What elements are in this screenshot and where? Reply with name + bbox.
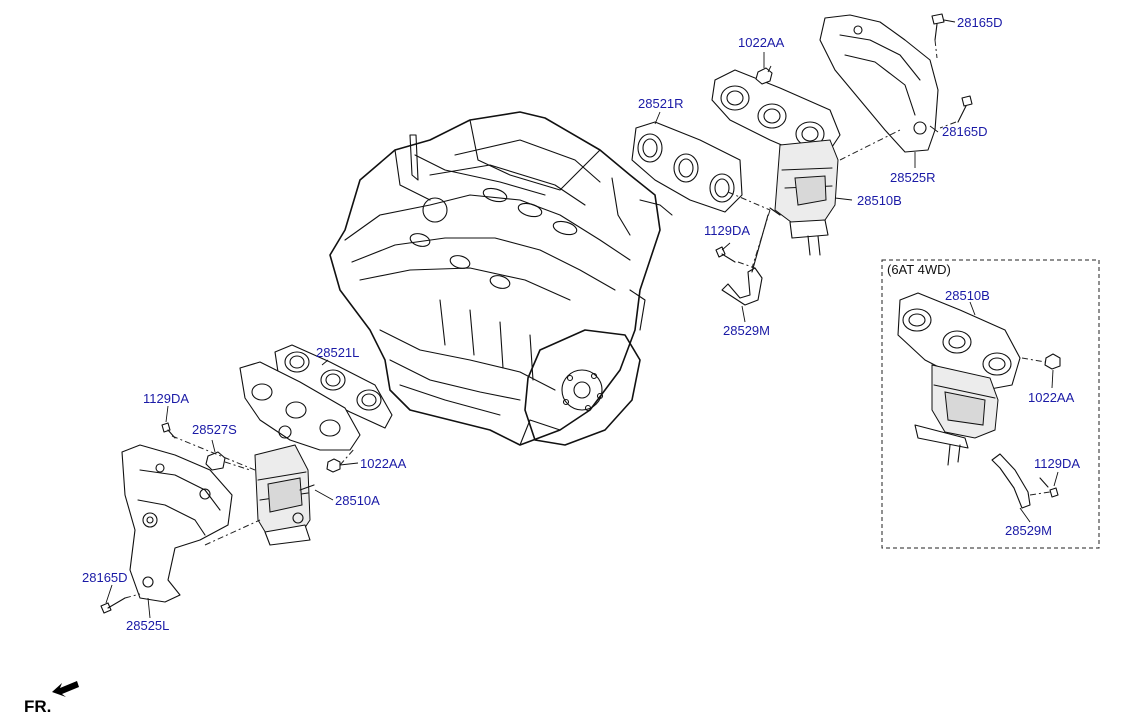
bolt-1129DA-mid (715, 246, 736, 263)
label-28165D-top: 28165D (957, 15, 1003, 30)
label-1129DA-left: 1129DA (143, 391, 189, 406)
label-28525R: 28525R (890, 170, 936, 185)
label-28521R: 28521R (638, 96, 684, 111)
bolt-28165D-left (100, 597, 126, 614)
label-28510B-main: 28510B (857, 193, 902, 208)
spacer-28527S (205, 451, 226, 471)
label-28510B-inset: 28510B (945, 288, 990, 303)
bolt-28165D-top (931, 13, 956, 41)
label-28529M-mid: 28529M (723, 323, 770, 338)
gasket-28521R (631, 121, 743, 213)
manifold-28510B-main (711, 69, 841, 256)
heat-shield-28525R (819, 14, 939, 153)
label-1022AA-top: 1022AA (738, 35, 785, 50)
label-28165D-left: 28165D (82, 570, 128, 585)
label-1129DA-inset: 1129DA (1034, 456, 1080, 471)
front-direction-indicator: FR. (24, 681, 79, 716)
engine-block (329, 111, 673, 446)
label-28525L: 28525L (126, 618, 169, 633)
nut-1022AA-left (326, 458, 341, 473)
label-1022AA-left: 1022AA (360, 456, 407, 471)
label-28529M-inset: 28529M (1005, 523, 1052, 538)
bracket-28529M-inset (991, 453, 1031, 509)
nut-1022AA-inset (1044, 353, 1061, 370)
gasket-28521L (274, 344, 393, 429)
inset-note: (6AT 4WD) (887, 262, 951, 277)
label-1022AA-inset: 1022AA (1028, 390, 1075, 405)
direction-label: FR. (24, 697, 51, 716)
heat-shield-28525L (121, 444, 233, 603)
manifold-28510B-inset (897, 292, 1021, 466)
inset-frame (881, 259, 1100, 549)
label-28510A: 28510A (335, 493, 380, 508)
manifold-28510A (239, 361, 361, 546)
label-28521L: 28521L (316, 345, 359, 360)
label-1129DA-mid: 1129DA (704, 223, 750, 238)
front-arrow-icon (52, 681, 79, 697)
bolt-28165D-right (957, 95, 973, 123)
bolt-1129DA-inset (1039, 477, 1059, 498)
label-28165D-right: 28165D (942, 124, 988, 139)
label-28527S: 28527S (192, 422, 237, 437)
bolt-1129DA-left (161, 422, 176, 439)
